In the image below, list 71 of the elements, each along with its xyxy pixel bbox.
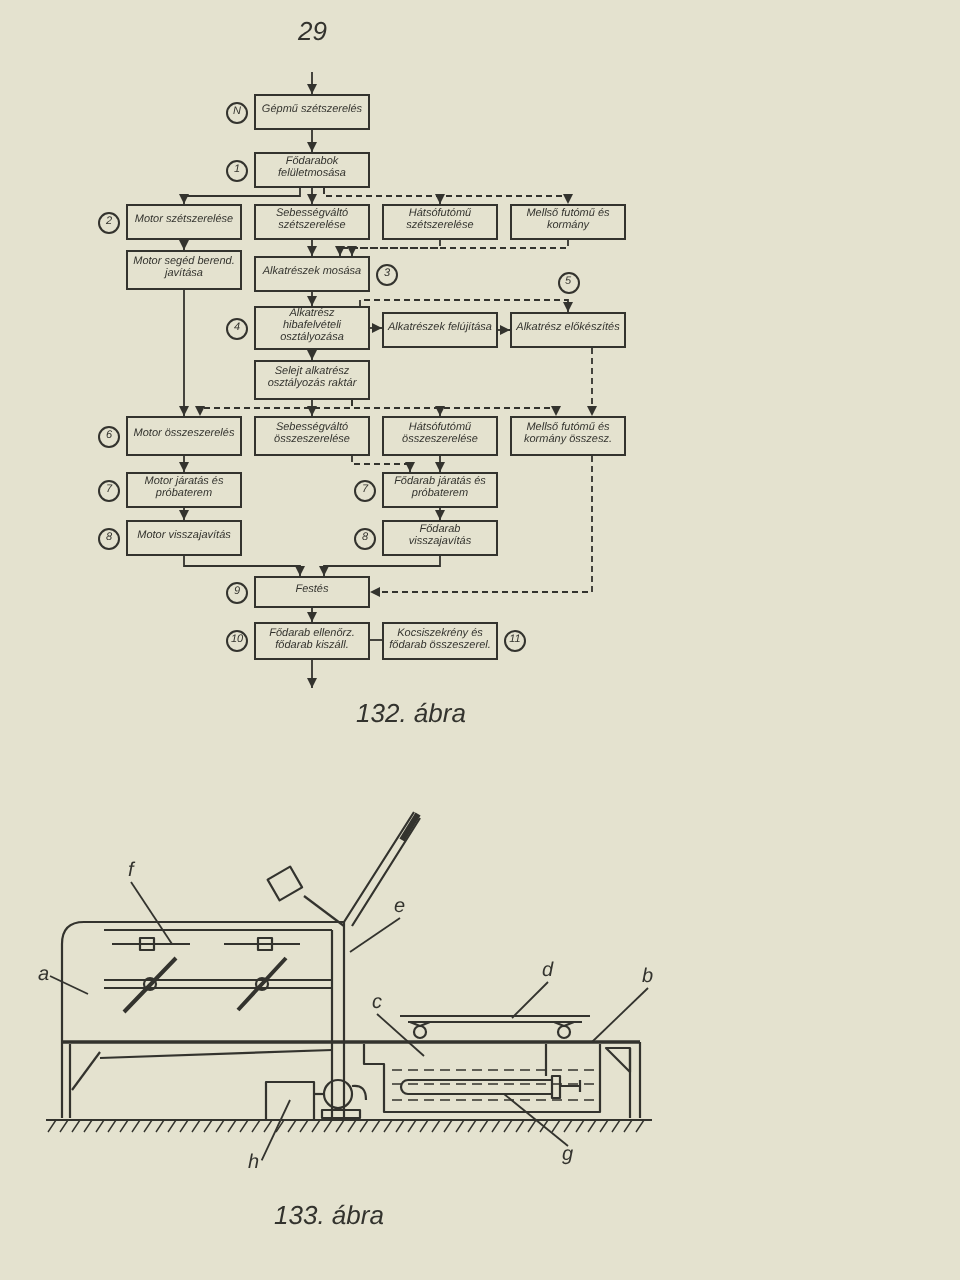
arrow bbox=[179, 507, 189, 521]
process-box bbox=[382, 204, 498, 240]
process-box bbox=[382, 520, 498, 556]
leader-line bbox=[503, 1093, 569, 1147]
process-box bbox=[126, 204, 242, 240]
arrow bbox=[323, 187, 573, 205]
leader-line bbox=[49, 975, 89, 995]
process-box bbox=[510, 204, 626, 240]
arrow bbox=[307, 659, 317, 689]
process-box bbox=[254, 256, 370, 292]
process-box bbox=[126, 472, 242, 508]
arrow bbox=[351, 399, 561, 417]
arrow bbox=[179, 187, 301, 205]
page-number: 29 bbox=[298, 16, 327, 46]
part-letter: f bbox=[128, 862, 134, 882]
leader-line bbox=[260, 1099, 291, 1162]
figure-caption: 133. ábra bbox=[274, 1200, 384, 1230]
arrow bbox=[351, 455, 415, 473]
process-box bbox=[126, 416, 242, 456]
connector-line bbox=[369, 639, 383, 641]
arrow bbox=[307, 291, 317, 307]
leader-line bbox=[591, 987, 649, 1043]
arrow bbox=[183, 555, 305, 577]
process-box bbox=[382, 472, 498, 508]
process-box bbox=[254, 576, 370, 608]
part-letter: b bbox=[642, 968, 654, 988]
process-box bbox=[254, 152, 370, 188]
arrow bbox=[435, 455, 445, 473]
leader-line bbox=[349, 917, 401, 953]
process-box bbox=[254, 416, 370, 456]
part-letter: a bbox=[38, 966, 50, 986]
arrow bbox=[307, 71, 317, 95]
process-box bbox=[126, 520, 242, 556]
arrow bbox=[179, 289, 189, 417]
arrow bbox=[179, 455, 189, 473]
arrow bbox=[359, 299, 573, 313]
part-letter: h bbox=[248, 1154, 260, 1174]
process-box bbox=[382, 622, 498, 660]
arrow bbox=[369, 455, 593, 597]
arrow bbox=[307, 187, 317, 205]
arrow bbox=[587, 347, 597, 417]
figure-caption: 132. ábra bbox=[356, 698, 466, 728]
arrow bbox=[335, 239, 441, 257]
arrow bbox=[307, 129, 317, 153]
arrow bbox=[497, 325, 511, 335]
part-letter: g bbox=[562, 1146, 574, 1166]
arrow bbox=[319, 555, 441, 577]
arrow bbox=[369, 323, 383, 333]
arrow bbox=[347, 239, 569, 257]
process-box bbox=[254, 204, 370, 240]
leader-line bbox=[130, 881, 173, 945]
leader-line bbox=[511, 981, 549, 1019]
process-box bbox=[254, 622, 370, 660]
process-box bbox=[382, 416, 498, 456]
part-letter: c bbox=[372, 994, 382, 1014]
arrow bbox=[307, 349, 317, 361]
arrow bbox=[435, 507, 445, 521]
process-box bbox=[254, 94, 370, 130]
process-box bbox=[510, 416, 626, 456]
part-letter: e bbox=[394, 898, 406, 918]
arrow bbox=[307, 399, 317, 417]
arrow bbox=[307, 607, 317, 623]
leader-line bbox=[376, 1013, 425, 1057]
arrow bbox=[307, 239, 317, 257]
process-box bbox=[126, 250, 242, 290]
arrow bbox=[179, 239, 189, 251]
process-box bbox=[382, 312, 498, 348]
process-box bbox=[254, 360, 370, 400]
process-box bbox=[254, 306, 370, 350]
part-letter: d bbox=[542, 962, 554, 982]
process-box bbox=[510, 312, 626, 348]
